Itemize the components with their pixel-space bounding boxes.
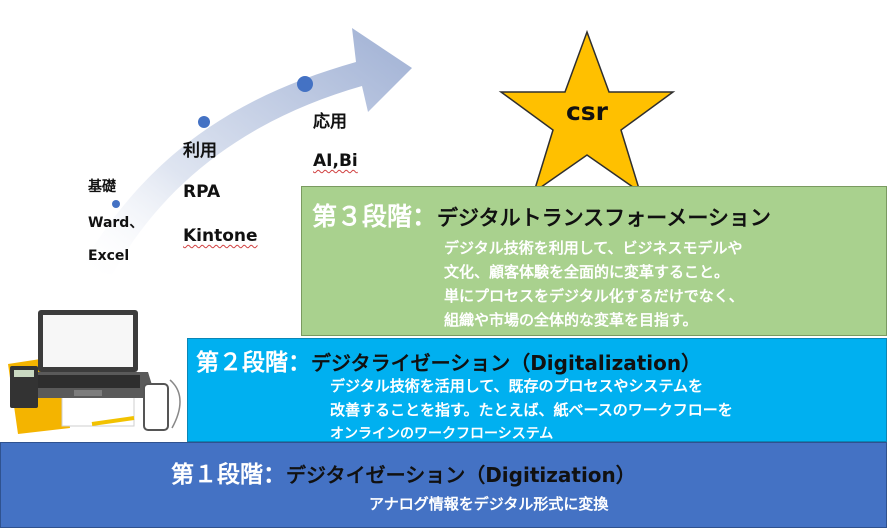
usage-line1: RPA [183, 182, 221, 202]
stage3-prefix: 第３段階： [312, 202, 438, 231]
laptop-illustration [8, 310, 181, 434]
star-label: csr [566, 97, 609, 126]
laptop-touchpad [74, 390, 102, 396]
stage1-desc: アナログ情報をデジタル形式に変換 [369, 495, 609, 513]
stage2-desc-line1: デジタル技術を活用して、既存のプロセスやシステムを [330, 377, 704, 395]
csr-star: csr [498, 29, 676, 194]
stage1-name: デジタイゼーション（Digitization） [286, 463, 636, 487]
applied-line1: AI,Bi [313, 151, 358, 171]
star-icon [498, 29, 676, 194]
stage2-prefix: 第２段階： [196, 350, 311, 376]
stage3-title: 第３段階：デジタルトランスフォーメーション [312, 197, 771, 233]
stage2-desc-line2: 改善することを指す。たとえば、紙ベースのワークフローを [330, 401, 733, 419]
milestone-dot-applied [297, 76, 313, 92]
laptop-keyboard [36, 375, 140, 388]
stage3-desc-line1: デジタル技術を利用して、ビジネスモデルや [444, 239, 743, 257]
stage3-desc-line4: 組織や市場の全体的な変革を目指す。 [444, 311, 698, 329]
basic-line2: Excel [88, 248, 130, 264]
stage2-panel: 第２段階：デジタライゼーション（Digitalization） デジタル技術を活… [187, 338, 887, 442]
milestone-dot-basic [112, 200, 120, 208]
calculator-display [14, 370, 34, 377]
stage3-desc-line3: 単にプロセスをデジタル化するだけでなく、 [444, 287, 744, 305]
stage3-name: デジタルトランスフォーメーション [437, 206, 771, 230]
applied-head: 応用 [313, 112, 347, 132]
stage1-prefix: 第１段階： [171, 462, 286, 488]
stage2-name: デジタライゼーション（Digitalization） [311, 351, 702, 375]
stage1-title: 第１段階：デジタイゼーション（Digitization） [171, 455, 636, 489]
stage1-panel: 第１段階：デジタイゼーション（Digitization） アナログ情報をデジタル… [0, 442, 887, 528]
usage-head: 利用 [183, 141, 217, 161]
smartphone-icon [143, 383, 169, 431]
progress-arrow-body [80, 28, 412, 275]
usage-line2: Kintone [183, 226, 258, 246]
earphone-cable-icon [169, 379, 181, 429]
stage3-desc-line2: 文化、顧客体験を全面的に変革すること。 [444, 263, 730, 281]
milestone-dot-usage [198, 116, 210, 128]
basic-line1: Ward、 [88, 215, 144, 231]
pencil-icon [91, 416, 135, 426]
stage3-panel: 第３段階：デジタルトランスフォーメーション デジタル技術を利用して、ビジネスモデ… [301, 186, 887, 336]
laptop-screen [43, 315, 133, 367]
basic-head: 基礎 [88, 179, 116, 195]
stage2-title: 第２段階：デジタライゼーション（Digitalization） [196, 343, 701, 377]
stage2-desc-line3: オンラインのワークフローシステム [330, 426, 554, 442]
